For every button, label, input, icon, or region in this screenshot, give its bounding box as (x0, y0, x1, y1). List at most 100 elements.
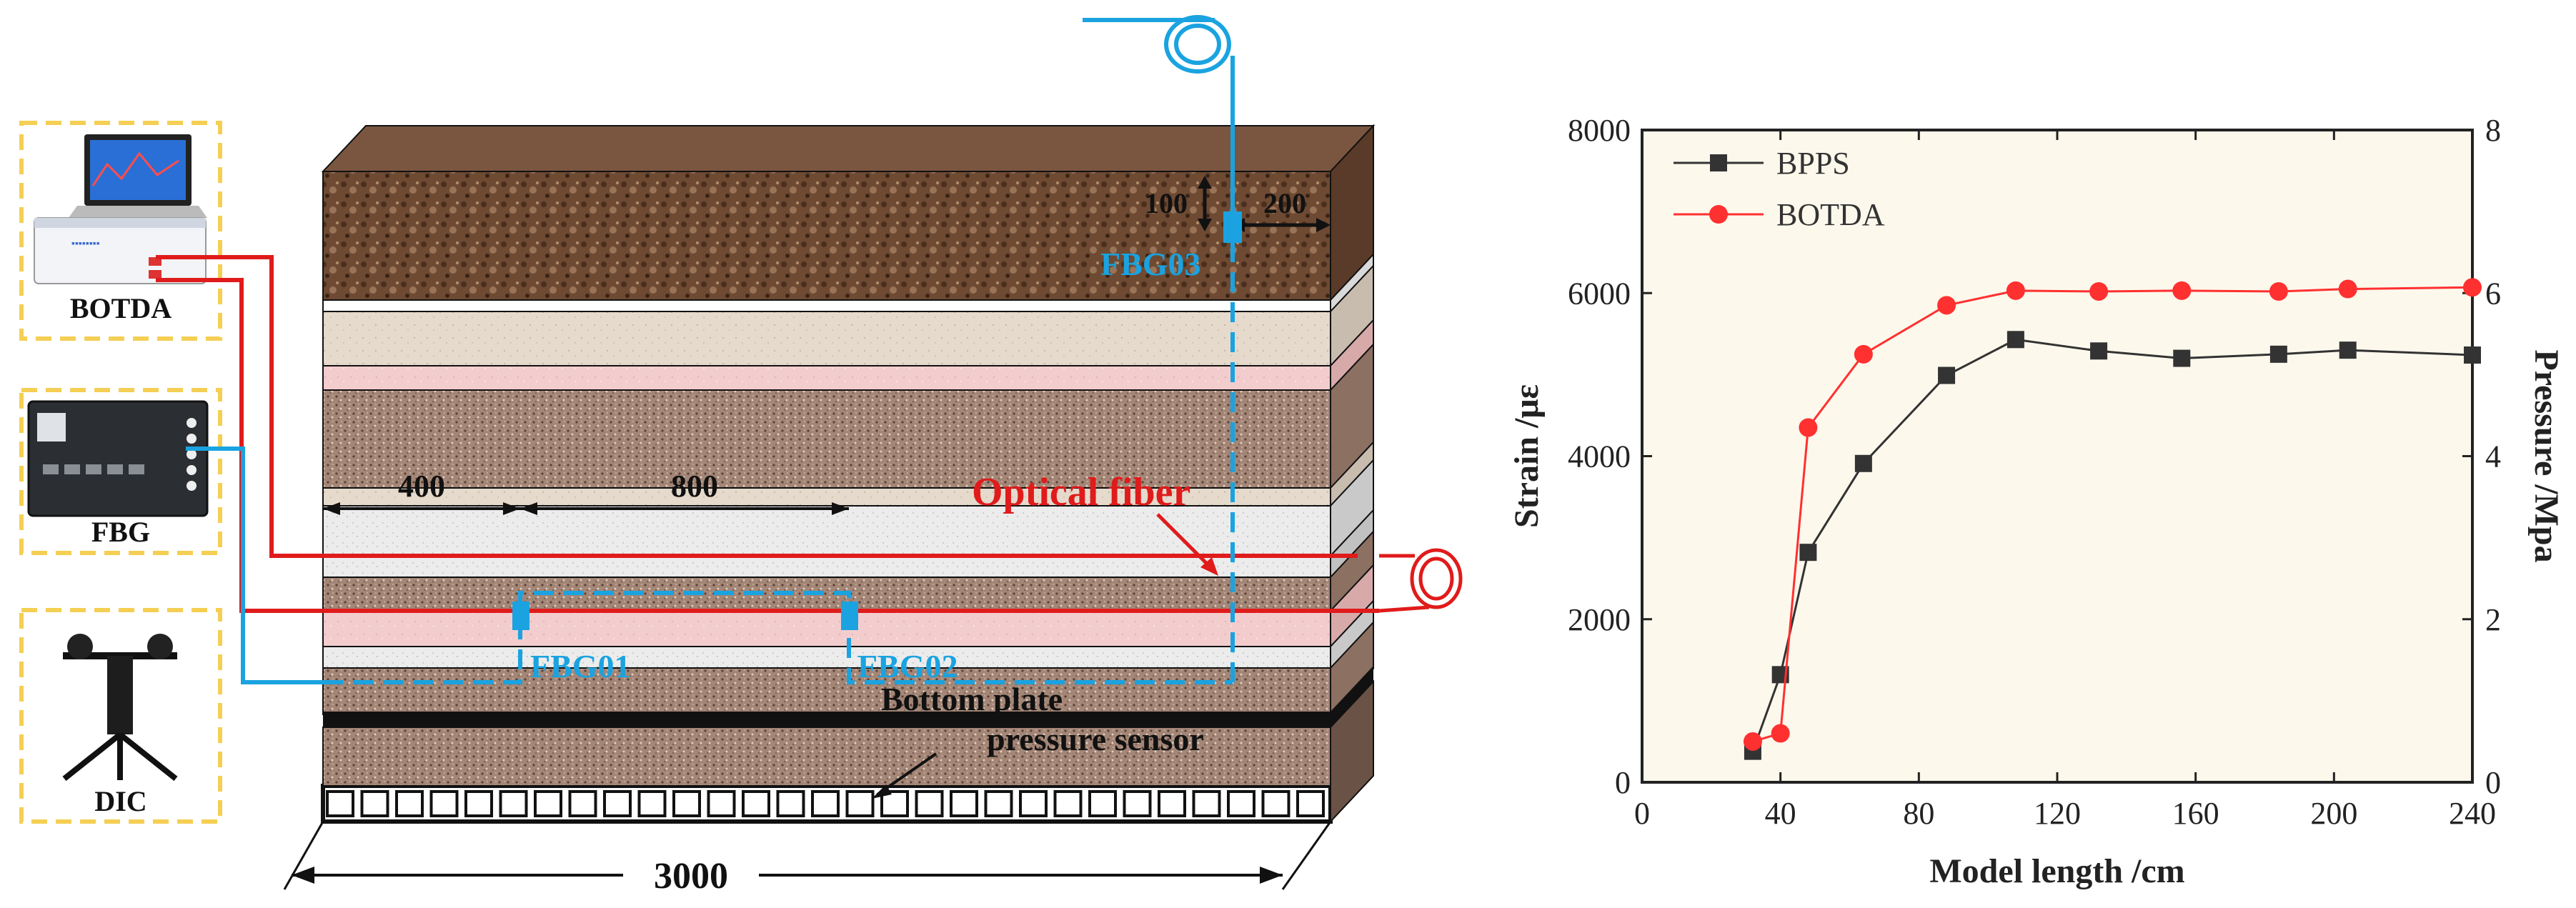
bottom-plate-label: pressure sensor (987, 721, 1204, 757)
optical-fiber-lower (156, 278, 1379, 613)
length-arrow-left (292, 867, 314, 884)
pressure-sensor-cell (672, 790, 701, 817)
bottom-plate-pointer-head (872, 784, 892, 799)
optical-fiber-label: Optical fiber (972, 470, 1190, 514)
data-point-bpps (2339, 341, 2357, 359)
dic-camera-left (67, 634, 93, 659)
x-tick-label: 120 (2034, 796, 2081, 831)
x-tick-label: 160 (2172, 796, 2219, 831)
dim-200-label: 200 (1263, 187, 1306, 219)
bottom-plate (323, 712, 1331, 727)
x-tick-label: 40 (1765, 796, 1796, 831)
analyzer-brand: ▪▪▪▪▪▪▪▪ (71, 237, 100, 249)
dim-400-arrow (503, 502, 520, 515)
fbg02-label: FBG02 (857, 648, 958, 684)
pressure-sensor-cell (1019, 790, 1048, 817)
pressure-sensor-cell (603, 790, 632, 817)
pressure-sensor-cell (1158, 790, 1186, 817)
model-layer (322, 389, 1331, 489)
fiber-coil-outer (1410, 548, 1463, 609)
model-layer (322, 555, 1331, 578)
model-layer (322, 610, 1331, 647)
pressure-sensor-cell (742, 790, 770, 817)
interrogator-port (86, 464, 101, 474)
interrogator-port (129, 464, 144, 474)
pressure-sensor-cell (360, 790, 389, 817)
legend-marker (1709, 205, 1728, 224)
y-right-axis-title: Pressure /Mpa (2527, 349, 2565, 562)
y-left-tick-label: 0 (1615, 765, 1631, 800)
data-point-bpps (2269, 345, 2287, 363)
data-point-bpps (2090, 342, 2108, 360)
pressure-sensor-cell (637, 790, 667, 817)
pressure-sensor-cell (707, 790, 736, 817)
dim-200-arrow (1316, 218, 1331, 232)
model-layer (322, 299, 1331, 312)
x-tick-label: 240 (2449, 796, 2496, 831)
data-point-botda (1743, 732, 1762, 751)
data-point-bpps (2006, 331, 2024, 349)
y-right-tick-label: 6 (2485, 276, 2501, 311)
plot-area (1642, 130, 2472, 782)
fbg01-sensor (512, 602, 529, 630)
pressure-sensor-cell (534, 790, 562, 817)
dim-800-label: 800 (671, 469, 718, 504)
base-side (1330, 679, 1374, 824)
y-right-tick-label: 4 (2485, 439, 2501, 474)
pressure-sensor-cell (499, 790, 528, 817)
data-point-bpps (2173, 349, 2191, 367)
device-fbg: FBG (19, 388, 222, 555)
pressure-sensor-cell (915, 790, 944, 817)
data-point-botda (2172, 281, 2192, 300)
length-arrow-right (1260, 867, 1283, 884)
data-point-bpps (1799, 544, 1817, 562)
y-right-tick-label: 2 (2485, 602, 2501, 637)
model-layer (322, 171, 1331, 301)
fbg01-label: FBG01 (530, 648, 631, 684)
data-point-bpps (2464, 346, 2481, 364)
pressure-sensor-cell (1088, 790, 1117, 817)
base-gravel (322, 727, 1331, 787)
y-right-tick-label: 0 (2485, 765, 2501, 800)
interrogator-port (107, 464, 123, 474)
model-layer (322, 487, 1331, 507)
fiber-coil-lead (1378, 605, 1430, 613)
legend-label: BOTDA (1776, 197, 1885, 232)
y-left-tick-label: 4000 (1568, 439, 1631, 474)
fiber-coil-inner (1418, 557, 1454, 601)
data-point-bpps (1854, 454, 1872, 472)
fbg03-label: FBG03 (1100, 246, 1201, 282)
legend-marker (1710, 154, 1727, 171)
length-extension-right (1281, 821, 1332, 890)
pressure-sensor-cell (395, 790, 424, 817)
bottom-plate-side (1331, 666, 1373, 727)
device-label: FBG (91, 516, 150, 548)
pressure-sensor-cell (1261, 790, 1291, 817)
device-dic: DIC (19, 608, 222, 824)
devices-panel: ▪▪▪▪▪▪▪▪BOTDA FBG DIC (19, 121, 222, 824)
y-left-tick-label: 2000 (1568, 602, 1631, 637)
fbg02-sensor (841, 602, 858, 630)
interrogator-port (64, 464, 80, 474)
pressure-sensor-cell (1123, 790, 1152, 817)
pressure-sensor-cell (568, 790, 597, 817)
device-label: DIC (94, 785, 146, 817)
pressure-sensor-cell (1296, 790, 1325, 817)
interrogator-port (43, 464, 59, 474)
data-point-botda (2006, 281, 2025, 300)
dic-column (107, 656, 133, 734)
pressure-sensor-cell (1192, 790, 1221, 817)
length-extension-left (283, 821, 324, 890)
legend-label: BPPS (1776, 146, 1850, 181)
model-layer (322, 505, 1331, 557)
y-left-axis-title: Strain /με (1508, 384, 1546, 528)
model-top-face (321, 125, 1376, 172)
interrogator-channel (187, 449, 197, 459)
fbg-fiber-path (323, 591, 1233, 684)
laptop-base (69, 206, 207, 218)
optical-fiber-pointer-head (1200, 557, 1218, 576)
model-layer (322, 667, 1331, 715)
device-botda: ▪▪▪▪▪▪▪▪BOTDA (19, 121, 222, 341)
